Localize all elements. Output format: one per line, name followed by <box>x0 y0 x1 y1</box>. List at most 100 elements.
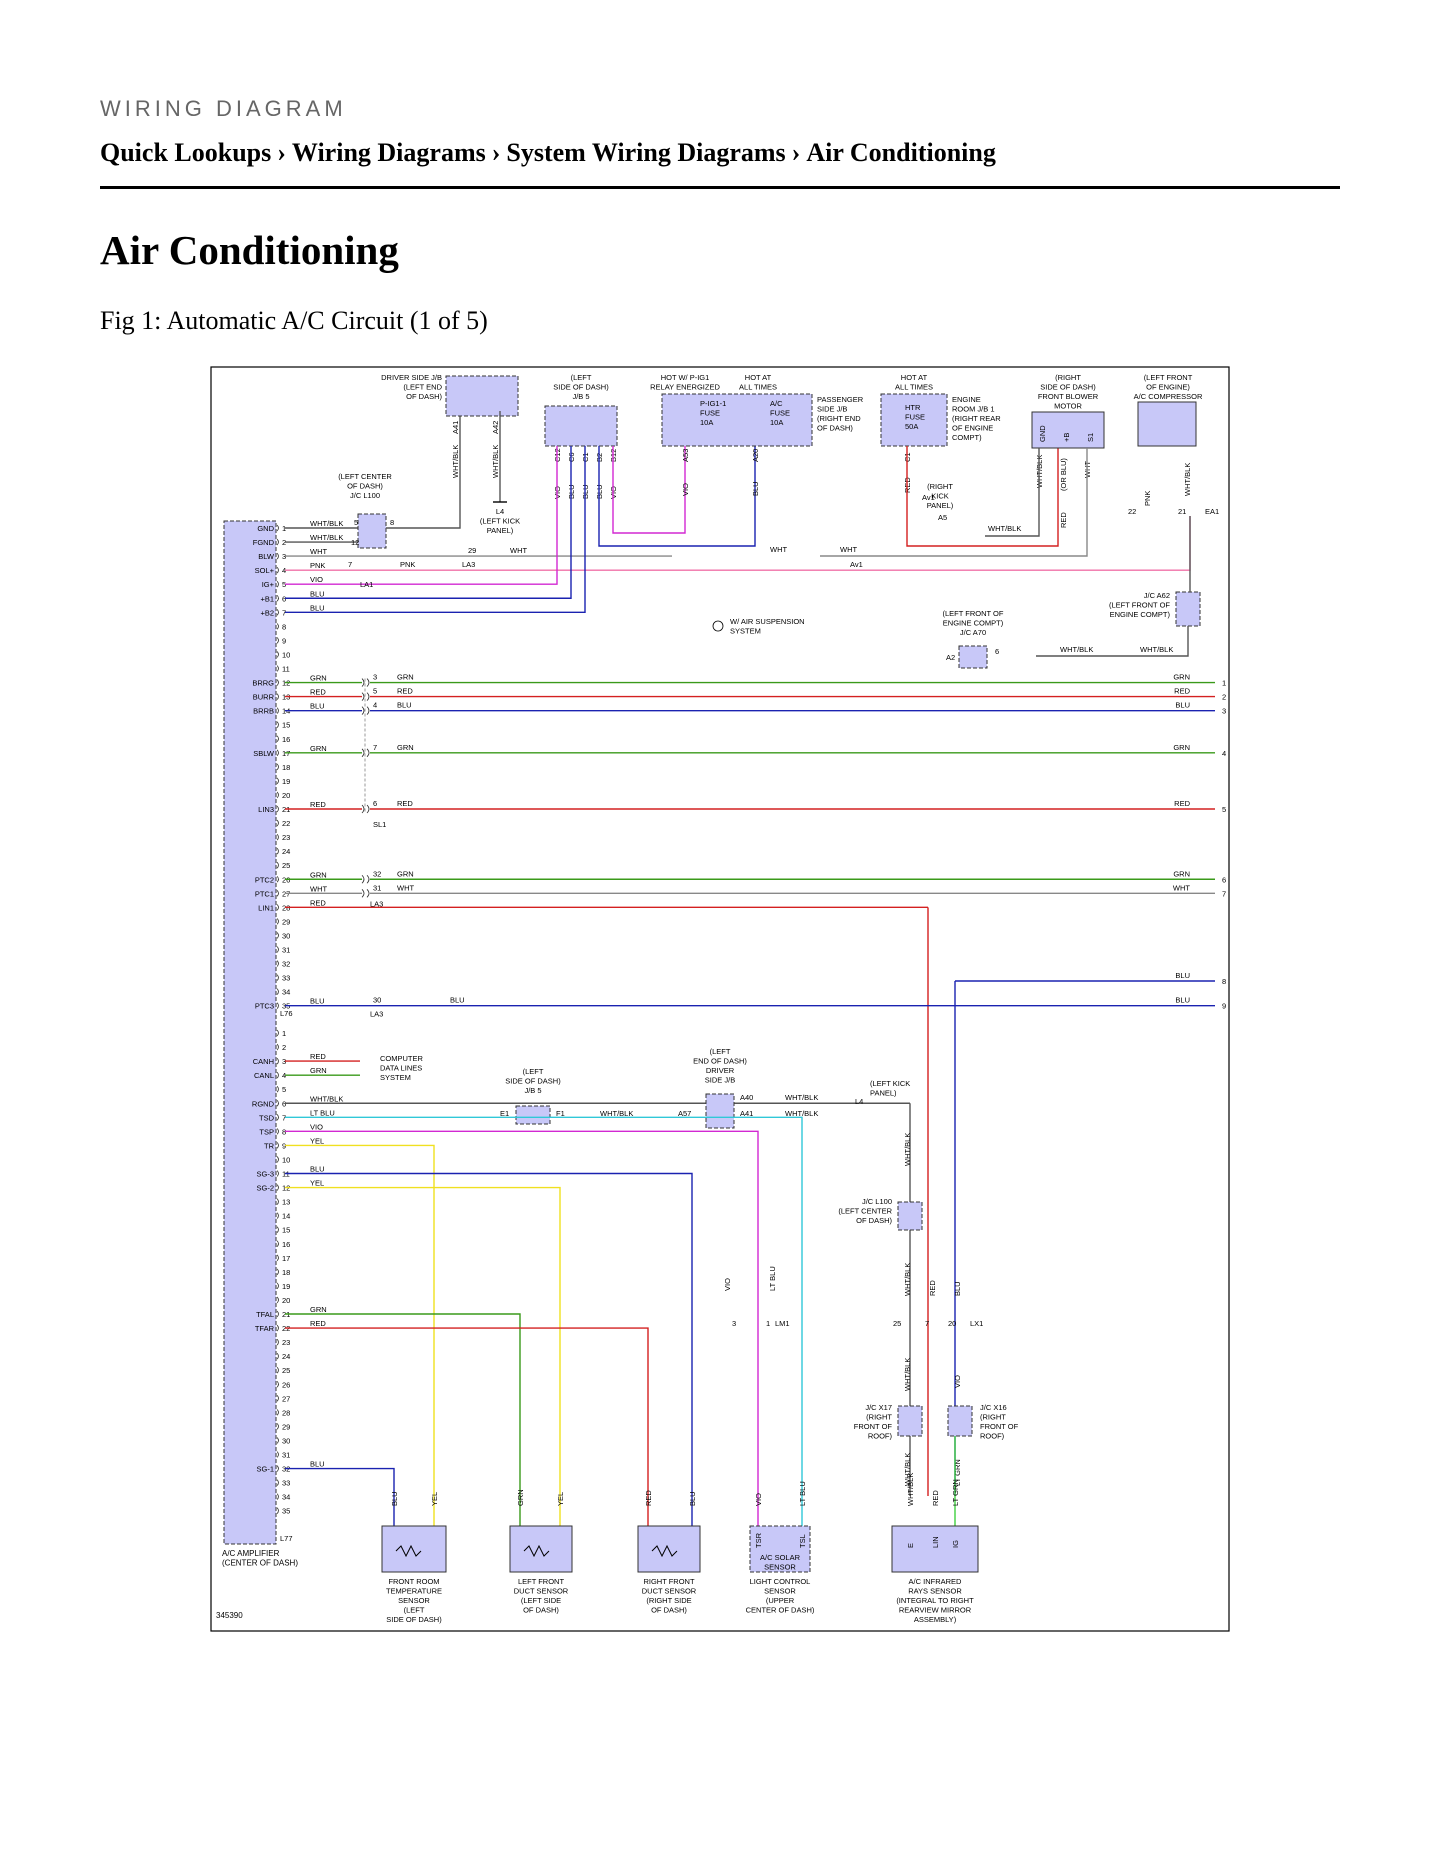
fuse-label: P-IG1-1 <box>700 399 726 408</box>
component-label: ALL TIMES <box>739 383 777 392</box>
fuse-label: FUSE <box>700 409 720 418</box>
wire-color-label: BLU <box>450 996 465 1005</box>
breadcrumb-item-quick-lookups[interactable]: Quick Lookups <box>100 138 272 167</box>
breadcrumb-item-wiring-diagrams[interactable]: Wiring Diagrams <box>291 138 486 167</box>
jc-label: FRONT OF <box>980 1422 1019 1431</box>
pin-number: 29 <box>468 546 476 555</box>
sensor-label: (INTEGRAL TO RIGHT <box>896 1596 974 1605</box>
pin-mark <box>276 960 279 967</box>
wire-color-label: GRN <box>310 744 327 753</box>
jc-label: DRIVER <box>706 1066 735 1075</box>
pin-number: 7 <box>348 560 352 569</box>
wire-color-label: RED <box>397 799 413 808</box>
connector-code: L4 <box>855 1097 863 1106</box>
wire-ig <box>285 446 558 585</box>
thermistor-symbol <box>523 1544 550 1558</box>
component-label: PASSENGER <box>817 395 864 404</box>
pin-number: A42 <box>491 421 500 434</box>
breadcrumb-item-system-wiring-diagrams[interactable]: System Wiring Diagrams <box>506 138 786 167</box>
wire-tfal <box>285 1313 521 1526</box>
amp-signal-label: +B2 <box>260 608 274 617</box>
pin-mark <box>276 833 279 841</box>
amp-pin-number: 25 <box>282 1366 290 1375</box>
jc-label: (LEFT FRONT OF <box>1109 601 1170 610</box>
pin-mark <box>276 1226 279 1233</box>
pin-mark <box>276 609 279 616</box>
jc-label: (LEFT FRONT OF <box>943 609 1004 618</box>
component-label: HOT AT <box>901 373 928 382</box>
breadcrumb-item-air-conditioning[interactable]: Air Conditioning <box>806 138 996 167</box>
amp-pin-number: 29 <box>282 917 290 926</box>
header-divider <box>100 186 1340 189</box>
wire-color-label: WHT/BLK <box>310 1094 343 1103</box>
wire-color-label: LT BLU <box>798 1481 807 1506</box>
pin-mark <box>276 749 279 757</box>
amp-pin-number: 30 <box>282 931 290 940</box>
wire-color-label: WHT/BLK <box>1060 645 1093 654</box>
continuation-number: 7 <box>1222 889 1226 898</box>
component-label: ALL TIMES <box>895 383 933 392</box>
amp-pin-number: 4 <box>282 1071 286 1080</box>
pin-mark <box>276 1085 279 1093</box>
pin-mark <box>276 693 279 700</box>
ground-label: PANEL) <box>870 1089 897 1098</box>
amp-pin-number: 23 <box>282 833 290 842</box>
sensor-label: FRONT ROOM <box>388 1577 439 1586</box>
inline-connector <box>361 692 370 701</box>
wire-color-label: VIO <box>723 1278 732 1291</box>
pin-mark <box>276 1142 279 1149</box>
component-label: HOT W/ P-IG1 <box>661 373 710 382</box>
amp-pin-number: 35 <box>282 1507 290 1516</box>
inline-pin-number: 7 <box>373 743 377 752</box>
pin-mark <box>276 1437 279 1444</box>
wire-color-label: BLU <box>1175 701 1190 710</box>
wire-color-label: RED <box>310 1052 326 1061</box>
sensor-label: RIGHT FRONT <box>643 1577 695 1586</box>
wire-color-label: PNK <box>310 561 325 570</box>
continuation-number: 2 <box>1222 693 1226 702</box>
wire-color-label: WHT/BLK <box>903 1263 912 1296</box>
amp-pin-number: 30 <box>282 1436 290 1445</box>
wire-color-label: LT BLU <box>768 1266 777 1291</box>
amp-pin-number: 18 <box>282 763 290 772</box>
wire-blower-gnd <box>985 448 1040 537</box>
wire-a62-a70 <box>1036 626 1189 657</box>
note-marker <box>712 620 724 632</box>
jc-l100-label: OF DASH) <box>347 482 383 491</box>
amp-pin-number: 13 <box>282 1198 290 1207</box>
pin-mark <box>276 861 279 869</box>
pin-number: 5 <box>354 518 358 527</box>
amp-pin-number: 20 <box>282 1296 290 1305</box>
wire-htr <box>906 446 1059 547</box>
jc-label: J/C A70 <box>960 628 986 637</box>
amp-signal-label: SBLW <box>253 749 275 758</box>
jc-label: ROOF) <box>868 1432 893 1441</box>
wire-color-label: BLU <box>953 1281 962 1296</box>
amp-signal-label: TSD <box>259 1113 275 1122</box>
pin-mark <box>276 665 279 672</box>
amp-pin-number: 31 <box>282 946 290 955</box>
wire-color-label: BLU <box>310 603 325 612</box>
sensor-label: OF DASH) <box>651 1606 687 1615</box>
wire-color-label: RED <box>644 1490 653 1506</box>
pin-mark <box>276 552 279 560</box>
wire-color-label: VIO <box>754 1493 763 1506</box>
amp-pin-number: 19 <box>282 777 290 786</box>
fuse-label: FUSE <box>770 409 790 418</box>
jc-label: (RIGHT <box>980 1413 1006 1422</box>
component-label: ENGINE <box>952 395 981 404</box>
wire-color-label: GRN <box>310 674 327 683</box>
sensor-label: RAYS SENSOR <box>908 1587 962 1596</box>
jc-label: OF DASH) <box>856 1216 892 1225</box>
wire-color-label: WHT/BLK <box>785 1093 818 1102</box>
amp-pin-number: 28 <box>282 1408 290 1417</box>
pin-mark <box>276 637 279 644</box>
pin-mark <box>276 566 279 574</box>
amp-pin-number: 26 <box>282 1380 290 1389</box>
breadcrumb-separator: › <box>277 138 286 167</box>
pin-mark <box>276 1156 279 1163</box>
ground-label: L4 <box>496 507 504 516</box>
amp-pin-number: 9 <box>282 636 286 645</box>
continuation-number: 6 <box>1222 875 1226 884</box>
jc-label: J/C X16 <box>980 1403 1007 1412</box>
